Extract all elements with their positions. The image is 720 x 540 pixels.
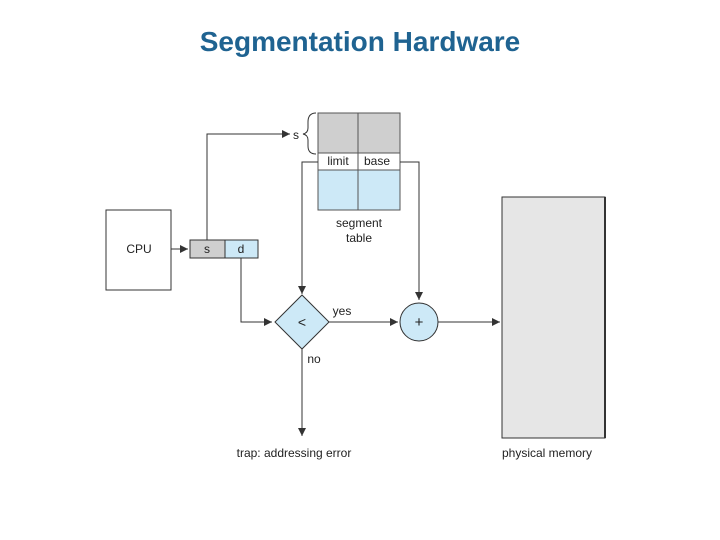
cpu-box [105, 209, 172, 291]
limit-label: limit [327, 154, 349, 168]
trap-label: trap: addressing error [237, 446, 352, 460]
yes-label: yes [333, 304, 352, 318]
physical-memory-label: physical memory [502, 446, 592, 460]
page-title: Segmentation Hardware [199, 26, 521, 57]
s-to-table-arrow [206, 130, 290, 240]
d-to-compare-arrow [240, 258, 272, 326]
s-brace-label: s [293, 128, 299, 142]
s-brace [302, 112, 317, 155]
base-label: base [364, 154, 390, 168]
segment-table-caption-1: segment [336, 216, 383, 230]
compare-symbol: < [298, 314, 306, 330]
limit-to-compare-arrow [298, 161, 318, 294]
cpu-label: CPU [126, 242, 151, 256]
segment-table-bottom [317, 169, 401, 211]
physical-memory-box [501, 196, 606, 439]
no-label: no [307, 352, 321, 366]
segment-table-caption-2: table [346, 231, 372, 245]
adder-symbol: + [415, 314, 424, 331]
segment-table-top [317, 112, 401, 154]
base-to-adder-arrow [400, 161, 423, 300]
d-field-label: d [238, 242, 245, 256]
s-field-label: s [204, 242, 210, 256]
